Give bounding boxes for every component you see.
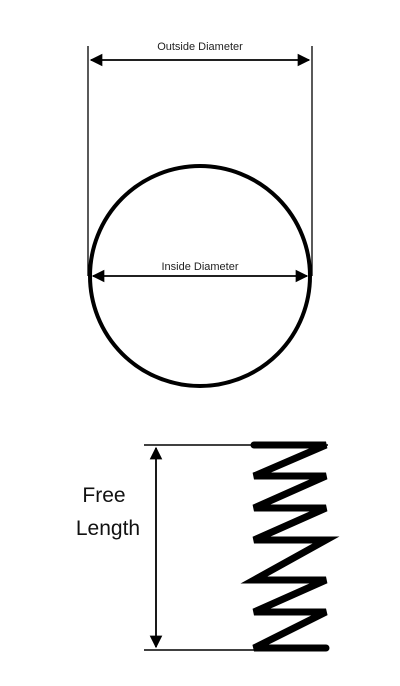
- free-length-label-line1: Free: [82, 484, 125, 507]
- spring-side-view: Free Length: [76, 441, 340, 652]
- free-length-label-line2: Length: [76, 517, 140, 540]
- inside-diameter-label: Inside Diameter: [161, 261, 238, 273]
- outside-diameter-label: Outside Diameter: [157, 41, 243, 53]
- coil-circle: [88, 164, 312, 388]
- coil-top-view: Outside Diameter Inside Diameter: [87, 41, 313, 388]
- spring-zigzag: [240, 441, 340, 652]
